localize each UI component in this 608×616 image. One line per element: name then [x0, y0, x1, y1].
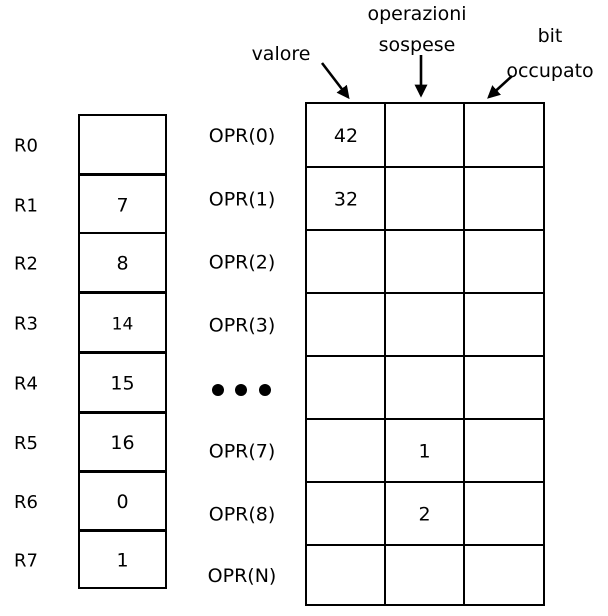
register-row-r2: R2 8 [14, 232, 167, 293]
register-cell [78, 530, 167, 589]
register-value: 0 [116, 491, 128, 513]
opr-row-label: OPR(0) [209, 125, 276, 147]
ellipsis-dot [259, 384, 271, 396]
header-bit-line1: bit [538, 25, 563, 47]
register-label: R1 [14, 196, 38, 217]
register-label: R2 [14, 254, 38, 275]
opr-row-label: OPR(2) [209, 252, 276, 274]
register-row-r5: R5 16 [14, 412, 167, 472]
register-value: 1 [116, 550, 128, 572]
register-row-r4: R4 15 [14, 352, 167, 413]
valore-arrow [320, 62, 350, 100]
register-value: 14 [112, 315, 134, 335]
register-value: 16 [110, 432, 134, 454]
register-cell [78, 114, 167, 175]
opr-row-label: OPR(7) [209, 441, 276, 463]
register-row-r6: R6 0 [14, 471, 167, 531]
opr-cell-valore: 32 [334, 189, 358, 211]
opr-row-label: OPR(3) [209, 315, 276, 337]
opr-row-label: OPR(1) [209, 189, 276, 211]
register-label: R3 [14, 314, 38, 335]
register-value: 8 [116, 253, 128, 275]
register-cell [78, 412, 167, 472]
opr-labels: OPR(0) OPR(1) OPR(2) OPR(3) OPR(7) OPR(8) OPR(… [208, 125, 277, 587]
opr-cell-valore: 42 [334, 125, 358, 147]
register-label: R6 [14, 492, 38, 513]
opr-cell-operazioni-sospese: 2 [418, 504, 430, 526]
register-cell [78, 471, 167, 531]
register-row-r7: R7 1 [14, 530, 167, 589]
opr-table: 42 32 1 2 [305, 102, 545, 606]
register-row-r3: R3 14 [14, 292, 167, 353]
register-label: R4 [14, 374, 38, 395]
header-operazioni-line2: sospese [379, 34, 456, 56]
opr-table-border [305, 102, 545, 606]
ellipsis-dot [235, 384, 247, 396]
header-bit-line2: occupato [506, 60, 593, 82]
register-row-r0: R0 [14, 114, 167, 175]
register-value: 15 [110, 373, 134, 395]
register-label: R7 [14, 551, 38, 572]
column-headers: valore operazioni sospese bit occupato [252, 3, 594, 100]
register-value: 7 [116, 195, 128, 217]
header-operazioni-line1: operazioni [367, 3, 466, 25]
opr-cell-operazioni-sospese: 1 [418, 441, 430, 463]
register-row-r1: R1 7 [14, 174, 167, 235]
opr-row-label: OPR(8) [209, 504, 276, 526]
register-cell [78, 232, 167, 293]
opr-row-label: OPR(N) [208, 565, 277, 587]
ellipsis-dots [212, 384, 271, 396]
bit-occupato-arrow [487, 75, 513, 99]
register-label: R5 [14, 433, 38, 454]
ellipsis-dot [212, 384, 224, 396]
register-label: R0 [14, 136, 38, 157]
header-valore: valore [252, 43, 311, 65]
